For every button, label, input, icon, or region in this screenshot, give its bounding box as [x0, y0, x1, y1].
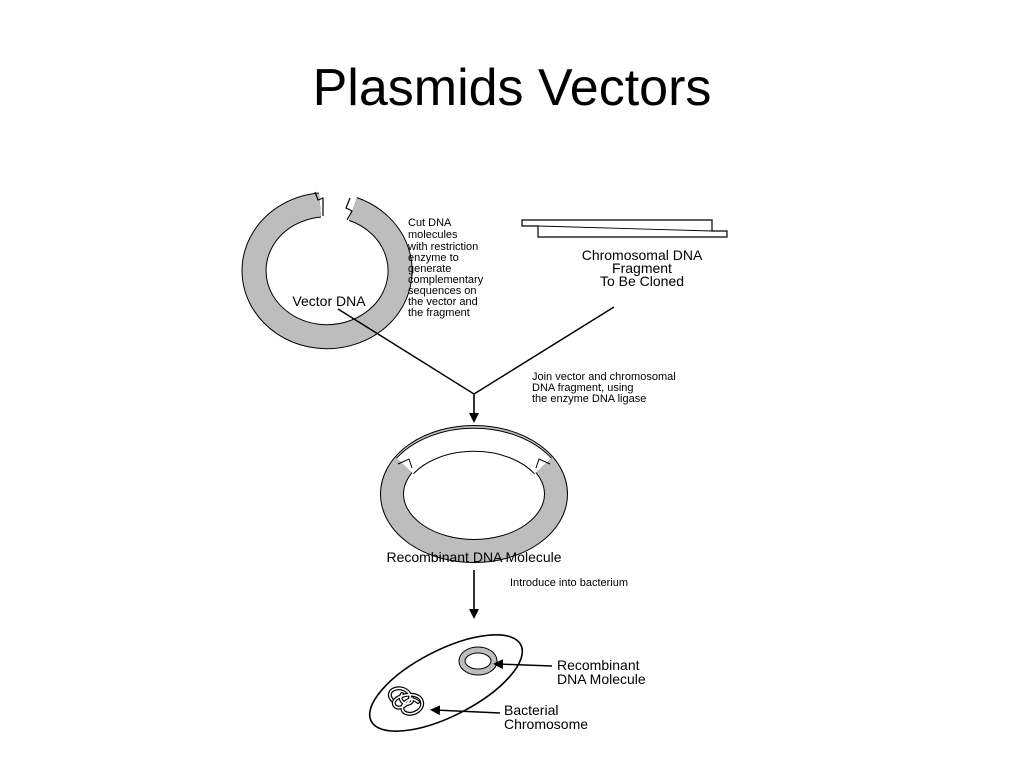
- cut-note-line: the vector and: [408, 296, 478, 308]
- fragment-label-line: To Be Cloned: [600, 273, 684, 289]
- cell-recombinant-label-line: Recombinant: [557, 657, 640, 673]
- join-line-right: [473, 306, 615, 395]
- cut-note-line: molecules: [408, 229, 458, 241]
- fragment-label: Chromosomal DNA Fragment To Be Cloned: [582, 247, 703, 289]
- cell-recombinant-label-line: DNA Molecule: [557, 671, 646, 687]
- join-note-line: Join vector and chromosomal: [532, 371, 676, 383]
- arrow-to-cell-plasmid: [493, 659, 553, 670]
- fragment-label-line: Chromosomal DNA: [582, 247, 703, 263]
- cut-note-line: sequences on: [408, 285, 477, 297]
- cut-note-line: with restriction: [407, 241, 478, 253]
- cut-note-line: enzyme to: [408, 252, 459, 264]
- cut-note-line: complementary: [408, 274, 484, 286]
- recombinant-ring: [380, 425, 568, 563]
- vector-dna-label: Vector DNA: [292, 293, 366, 309]
- join-line-left: [337, 308, 475, 395]
- cell-chromosome-label-line: Bacterial: [504, 702, 558, 718]
- cut-note-line: Cut DNA: [408, 217, 452, 229]
- recombinant-label: Recombinant DNA Molecule: [386, 549, 561, 565]
- cut-note-line: generate: [408, 263, 451, 275]
- fragment-label-line: Fragment: [612, 260, 672, 276]
- chromosomal-fragment: [521, 219, 728, 238]
- slide-title: Plasmids Vectors: [312, 59, 712, 117]
- introduce-note: Introduce into bacterium: [510, 577, 628, 589]
- cut-note-line: the fragment: [408, 307, 470, 319]
- arrow-to-chromosome: [430, 705, 501, 716]
- cell-chromosome-label-line: Chromosome: [504, 716, 588, 732]
- cell-recombinant-label: Recombinant DNA Molecule: [557, 657, 646, 687]
- vector-dna-ring: [241, 191, 413, 350]
- cell-chromosome-label: Bacterial Chromosome: [504, 702, 588, 732]
- join-note-line: DNA fragment, using: [532, 382, 634, 394]
- join-note: Join vector and chromosomal DNA fragment…: [532, 371, 676, 405]
- join-note-line: the enzyme DNA ligase: [532, 393, 646, 405]
- cut-note: Cut DNA molecules with restriction enzym…: [407, 217, 484, 319]
